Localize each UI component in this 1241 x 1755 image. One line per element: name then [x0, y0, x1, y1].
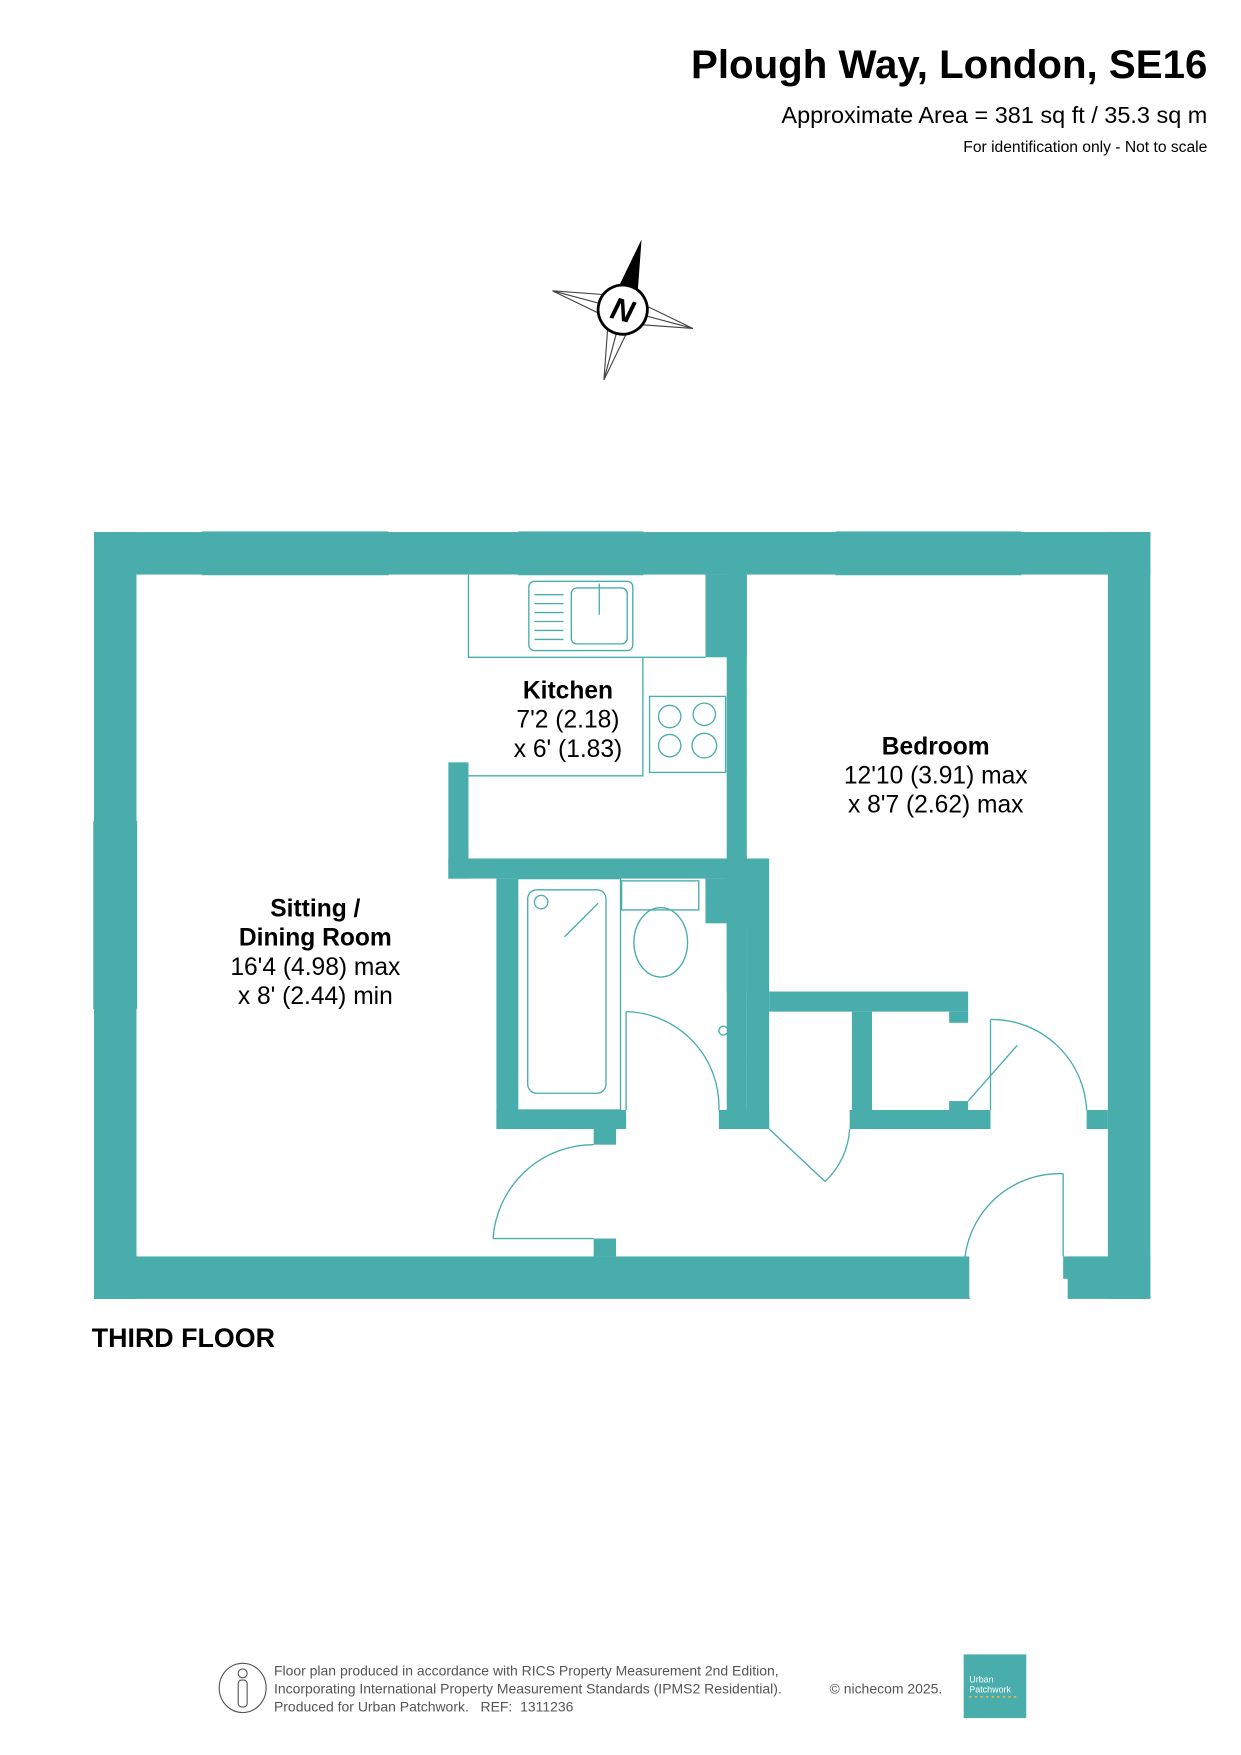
urban-patchwork-logo: Urban Patchwork [963, 1654, 1027, 1719]
copyright: © nichecom 2025. [830, 1681, 943, 1697]
floor-label: THIRD FLOOR [92, 1323, 275, 1353]
svg-text:12'10 (3.91) max: 12'10 (3.91) max [844, 763, 1028, 790]
room-labels: Kitchen 7'2 (2.18) x 6' (1.83) Bedroom 1… [230, 678, 1028, 1010]
svg-text:Urban: Urban [969, 1674, 993, 1684]
header: Plough Way, London, SE16 Approximate Are… [691, 42, 1207, 156]
compass-icon: N [552, 239, 694, 381]
bath-icon [527, 889, 607, 1094]
svg-text:x 8'7 (2.62) max: x 8'7 (2.62) max [848, 792, 1024, 819]
svg-text:Dining Room: Dining Room [239, 925, 392, 952]
disclaimer: For identification only - Not to scale [963, 139, 1207, 156]
svg-text:16'4 (4.98) max: 16'4 (4.98) max [230, 954, 401, 981]
hob-icon [648, 695, 727, 774]
svg-text:Bedroom: Bedroom [882, 734, 990, 761]
svg-text:x 8' (2.44) min: x 8' (2.44) min [238, 983, 393, 1010]
basin-icon [732, 1002, 748, 1061]
windows [93, 531, 1022, 1009]
svg-text:Sitting /: Sitting / [270, 896, 360, 923]
footer-line-3: Produced for Urban Patchwork. REF: 13112… [274, 1698, 574, 1714]
svg-text:x 6' (1.83): x 6' (1.83) [514, 736, 623, 763]
toilet-icon [620, 880, 700, 911]
property-title: Plough Way, London, SE16 [691, 42, 1207, 87]
svg-text:Patchwork: Patchwork [969, 1684, 1011, 1694]
room-bedroom: Bedroom 12'10 (3.91) max x 8'7 (2.62) ma… [844, 734, 1028, 819]
footer-line-1: Floor plan produced in accordance with R… [274, 1663, 779, 1679]
footer-line-2: Incorporating International Property Mea… [274, 1681, 782, 1697]
walls [94, 532, 1151, 1299]
person-icon [218, 1662, 267, 1714]
room-sitting-dining: Sitting / Dining Room 16'4 (4.98) max x … [230, 896, 401, 1010]
kitchen-sink-icon [528, 580, 634, 652]
approximate-area: Approximate Area = 381 sq ft / 35.3 sq m [781, 102, 1207, 128]
room-kitchen: Kitchen 7'2 (2.18) x 6' (1.83) [514, 678, 623, 763]
footer: Floor plan produced in accordance with R… [218, 1654, 1027, 1719]
svg-text:Kitchen: Kitchen [523, 678, 613, 705]
svg-text:7'2 (2.18): 7'2 (2.18) [516, 707, 619, 734]
fixtures [467, 574, 1088, 1300]
